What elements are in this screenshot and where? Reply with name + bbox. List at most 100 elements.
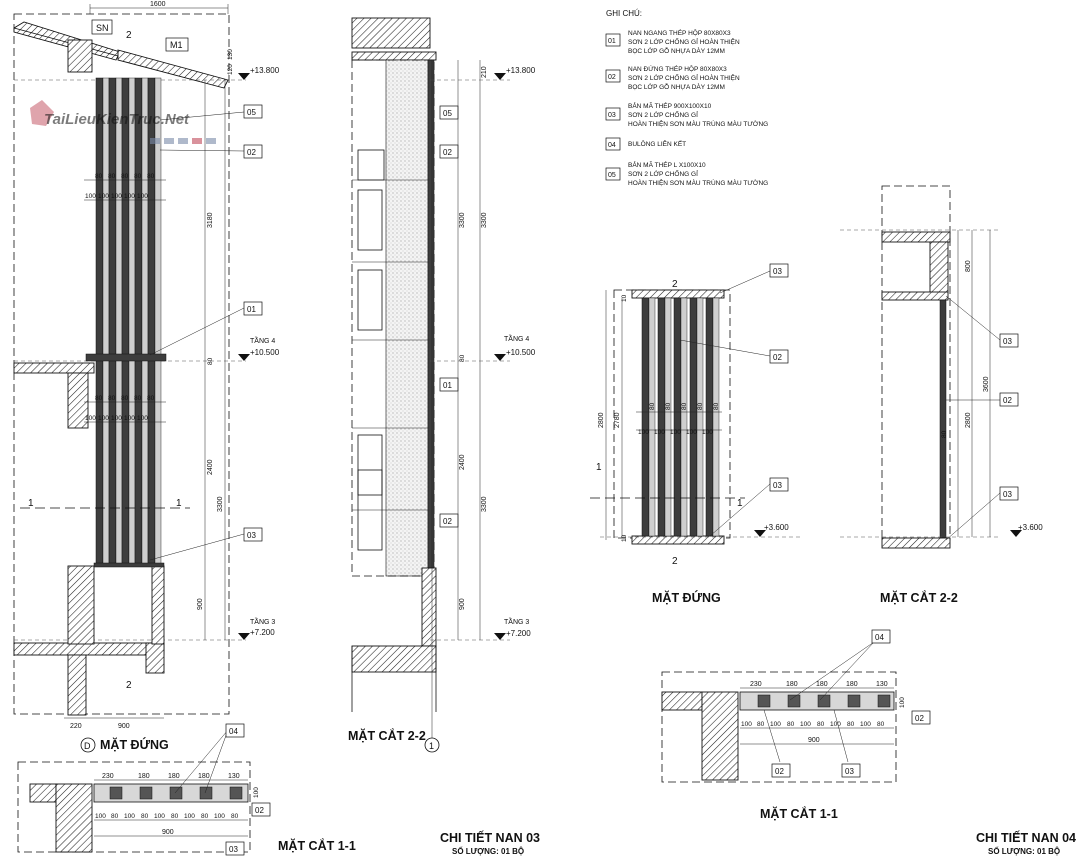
- svg-text:800: 800: [965, 260, 972, 272]
- nan03-elev-title: MẶT ĐỨNG: [100, 737, 169, 752]
- svg-text:130: 130: [876, 681, 888, 688]
- svg-text:TẦNG 4: TẦNG 4: [250, 335, 275, 345]
- svg-text:SƠN 2 LỚP CHỐNG GỈ HOÀN THIỆN: SƠN 2 LỚP CHỐNG GỈ HOÀN THIỆN: [628, 72, 740, 82]
- svg-text:3600: 3600: [983, 376, 990, 392]
- svg-text:180: 180: [846, 681, 858, 688]
- svg-text:+7.200: +7.200: [250, 628, 275, 637]
- svg-text:04: 04: [875, 633, 884, 642]
- svg-text:TaiLieuKienTruc.Net: TaiLieuKienTruc.Net: [44, 111, 190, 128]
- svg-text:100: 100: [638, 429, 649, 436]
- svg-text:80: 80: [941, 430, 948, 438]
- svg-text:100: 100: [214, 813, 225, 820]
- svg-text:TẦNG 3: TẦNG 3: [504, 616, 529, 626]
- dim: 100: [124, 415, 135, 422]
- svg-text:80: 80: [847, 721, 855, 728]
- svg-text:180: 180: [198, 773, 210, 780]
- nan04-elev-title: MẶT ĐỨNG: [652, 590, 721, 605]
- svg-text:01: 01: [443, 381, 452, 390]
- tag-m1-label: M1: [170, 40, 183, 50]
- svg-text:02: 02: [775, 767, 784, 776]
- svg-text:900: 900: [808, 737, 820, 744]
- svg-text:02: 02: [255, 806, 264, 815]
- svg-text:100: 100: [702, 429, 713, 436]
- nan03-s11-bars: [109, 786, 243, 800]
- dim: 100: [85, 415, 96, 422]
- svg-text:02: 02: [443, 517, 452, 526]
- section-mark-1: 1: [28, 498, 34, 509]
- svg-text:100: 100: [670, 429, 681, 436]
- svg-text:SƠN 2 LỚP CHỐNG GỈ: SƠN 2 LỚP CHỐNG GỈ: [628, 168, 698, 178]
- svg-text:02: 02: [773, 353, 782, 362]
- svg-text:BULÔNG LIÊN KẾT: BULÔNG LIÊN KẾT: [628, 138, 686, 148]
- notes-block: GHI CHÚ: 01 NAN NGANG THÉP HỘP 80X80X3 S…: [605, 9, 768, 187]
- dim-120: 120: [227, 64, 234, 75]
- svg-text:2800: 2800: [965, 412, 972, 428]
- svg-text:80: 80: [141, 813, 149, 820]
- svg-text:BỌC LỚP GỖ NHỰA DÀY 12MM: BỌC LỚP GỖ NHỰA DÀY 12MM: [628, 46, 725, 55]
- svg-text:03: 03: [229, 845, 238, 854]
- svg-text:SƠN 2 LỚP CHỐNG GỈ: SƠN 2 LỚP CHỐNG GỈ: [628, 109, 698, 119]
- svg-text:03: 03: [1003, 337, 1012, 346]
- svg-text:100: 100: [899, 697, 906, 708]
- svg-text:NAN NGANG THÉP HỘP 80X80X3: NAN NGANG THÉP HỘP 80X80X3: [628, 28, 731, 37]
- nan03-elev-tags: 05 02 01 03: [149, 104, 263, 561]
- svg-text:100: 100: [770, 721, 781, 728]
- svg-text:03: 03: [773, 267, 782, 276]
- nan04-s22-title: MẶT CẮT 2-2: [880, 590, 958, 605]
- svg-text:TẦNG 4: TẦNG 4: [504, 333, 529, 343]
- svg-text:100: 100: [253, 787, 260, 798]
- svg-text:03: 03: [247, 531, 256, 540]
- nan04-elev-dims: 80 80 80 80 80 100 100 100 100 100: [638, 402, 720, 436]
- svg-text:100: 100: [95, 813, 106, 820]
- dim: 2400: [459, 454, 466, 470]
- dim: 3300: [481, 212, 488, 228]
- svg-text:04: 04: [229, 727, 238, 736]
- svg-text:HOÀN THIỆN SƠN MÀU TRÙNG MÀU T: HOÀN THIỆN SƠN MÀU TRÙNG MÀU TƯỜNG: [628, 119, 768, 128]
- svg-text:02: 02: [247, 148, 256, 157]
- svg-text:BẢN MÃ THÉP L X100X10: BẢN MÃ THÉP L X100X10: [628, 160, 706, 169]
- notes-heading: GHI CHÚ:: [606, 9, 642, 18]
- dim-220: 220: [70, 723, 82, 730]
- svg-text:80: 80: [787, 721, 795, 728]
- svg-text:NAN ĐỨNG THÉP HỘP 80X80X3: NAN ĐỨNG THÉP HỘP 80X80X3: [628, 64, 727, 73]
- svg-text:05: 05: [443, 109, 452, 118]
- nan04-elev-bars: [641, 297, 720, 537]
- dim-3180: 3180: [207, 212, 214, 228]
- svg-text:80: 80: [665, 402, 672, 410]
- nan03-elev-bar-dims-upper: 80 80 80 80 80 100 100 100 100 100: [84, 173, 166, 201]
- svg-text:80: 80: [231, 813, 239, 820]
- dim: 100: [98, 193, 109, 200]
- section-mark-1: 1: [176, 498, 182, 509]
- watermark: TaiLieuKienTruc.Net: [30, 100, 216, 144]
- svg-text:03: 03: [608, 112, 616, 119]
- nan04-elevation: 80 80 80 80 80 100 100 100 100 100 2800 …: [590, 263, 800, 605]
- svg-text:100: 100: [830, 721, 841, 728]
- dim: 80: [108, 395, 116, 402]
- nan03-elev-bar-dims-lower: 80 80 80 80 80 100 100 100 100 100: [84, 395, 166, 423]
- svg-text:180: 180: [816, 681, 828, 688]
- svg-text:2: 2: [672, 556, 678, 567]
- dim-80: 80: [207, 357, 214, 365]
- svg-text:1: 1: [737, 498, 743, 509]
- svg-text:1: 1: [596, 462, 602, 473]
- nan04-s11-bars: [757, 694, 891, 708]
- dim: 80: [134, 395, 142, 402]
- dim: 80: [95, 173, 103, 180]
- svg-text:100: 100: [860, 721, 871, 728]
- dim: 100: [137, 193, 148, 200]
- dim: 210: [481, 66, 488, 78]
- dim: 100: [98, 415, 109, 422]
- dim: 80: [121, 395, 129, 402]
- svg-text:180: 180: [786, 681, 798, 688]
- sheet-title-2: CHI TIẾT NAN 04: [976, 830, 1076, 845]
- svg-text:100: 100: [800, 721, 811, 728]
- nan03-s11-bottom-dims: 100 80 100 80 100 80 100 80 100 80: [95, 813, 239, 820]
- svg-text:80: 80: [757, 721, 765, 728]
- svg-text:03: 03: [845, 767, 854, 776]
- nan03-elev-levels: +13.800 TẦNG 4 +10.500 TẦNG 3 +7.200: [238, 66, 280, 640]
- nan04-section22: 800 3600 2800 80 03 02 03 +3.600 MẶT CẮT…: [840, 185, 1043, 605]
- section-mark-2: 2: [126, 680, 132, 691]
- svg-text:80: 80: [877, 721, 885, 728]
- svg-text:100: 100: [686, 429, 697, 436]
